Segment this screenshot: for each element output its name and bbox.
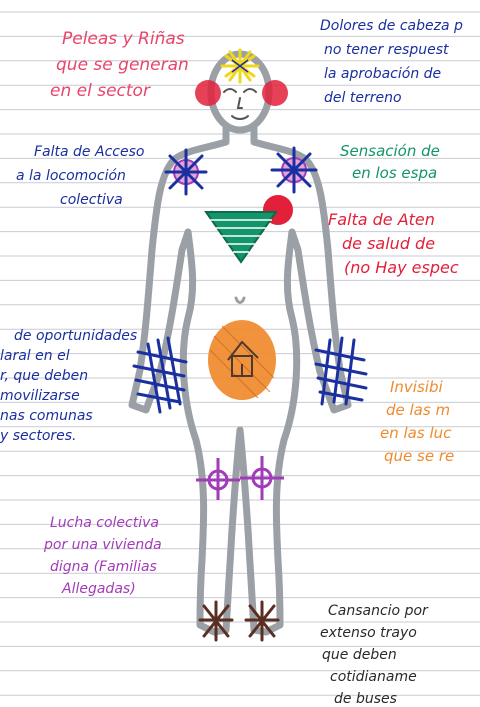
belly-orange-circle: [208, 320, 276, 400]
note-line: (no Hay espec: [328, 256, 459, 280]
nose: [238, 98, 242, 108]
note-line: r, que deben: [0, 366, 137, 386]
right-ear-red-dot: [262, 80, 288, 106]
note-line: que se generan: [50, 52, 189, 78]
note-line: de buses: [320, 688, 428, 707]
note-cansancio: Cansancio por extenso trayo que deben co…: [320, 600, 428, 707]
note-line: Sensación de: [340, 140, 440, 162]
navel: [236, 298, 244, 303]
note-line: nas comunas: [0, 406, 137, 426]
note-line: la aprobación de: [320, 62, 463, 86]
note-line: que deben: [320, 644, 428, 666]
note-line: movilizarse: [0, 386, 137, 406]
chest-green-triangle: [206, 212, 276, 262]
note-invisibilizacion: Invisibi de las m en las luc que se re: [372, 376, 454, 468]
note-line: que se re: [372, 445, 454, 468]
note-line: Falta de Aten: [328, 208, 459, 232]
note-line: extenso trayo: [320, 622, 428, 644]
left-foot-star-icon: [200, 602, 232, 640]
left-eye: [224, 89, 236, 92]
note-line: en los espa: [340, 162, 440, 184]
note-line: en el sector: [50, 78, 189, 104]
note-line: de las m: [372, 399, 454, 422]
note-falta-acceso: Falta de Acceso a la locomoción colectiv…: [16, 140, 144, 212]
right-foot-star-icon: [246, 602, 278, 640]
mouth: [232, 116, 248, 119]
note-dolores: Dolores de cabeza p no tener respuest la…: [320, 14, 463, 110]
note-line: y sectores.: [0, 426, 137, 446]
note-line: Dolores de cabeza p: [320, 14, 463, 38]
note-line: cotidianame: [320, 666, 428, 688]
note-line: laral en el: [0, 346, 137, 366]
note-line: por una vivienda: [44, 534, 162, 556]
note-line: digna (Familias: [44, 556, 162, 578]
note-line: de salud de: [328, 232, 459, 256]
note-line: Lucha colectiva: [44, 512, 162, 534]
note-line: Invisibi: [372, 376, 454, 399]
note-lucha: Lucha colectiva por una vivienda digna (…: [44, 512, 162, 600]
left-shoulder-star-icon: [166, 150, 206, 194]
right-eye: [244, 89, 256, 92]
note-falta-atencion: Falta de Aten de salud de (no Hay espec: [328, 208, 459, 280]
note-peleas: Peleas y Riñas que se generan en el sect…: [50, 26, 189, 104]
note-line: Falta de Acceso: [16, 140, 144, 164]
left-ear-red-dot: [195, 80, 221, 106]
note-line: Peleas y Riñas: [50, 26, 189, 52]
note-line: colectiva: [16, 188, 144, 212]
note-line: en las luc: [372, 422, 454, 445]
note-line: no tener respuest: [320, 38, 463, 62]
note-oportunidades: de oportunidades laral en el r, que debe…: [0, 326, 137, 446]
note-line: Allegadas): [44, 578, 162, 600]
right-shoulder-star-icon: [272, 148, 316, 192]
note-sensacion: Sensación de en los espa: [340, 140, 440, 184]
note-line: de oportunidades: [0, 326, 137, 346]
note-line: a la locomoción: [16, 164, 144, 188]
note-line: del terreno: [320, 86, 463, 110]
face: [224, 89, 256, 119]
note-line: Cansancio por: [320, 600, 428, 622]
